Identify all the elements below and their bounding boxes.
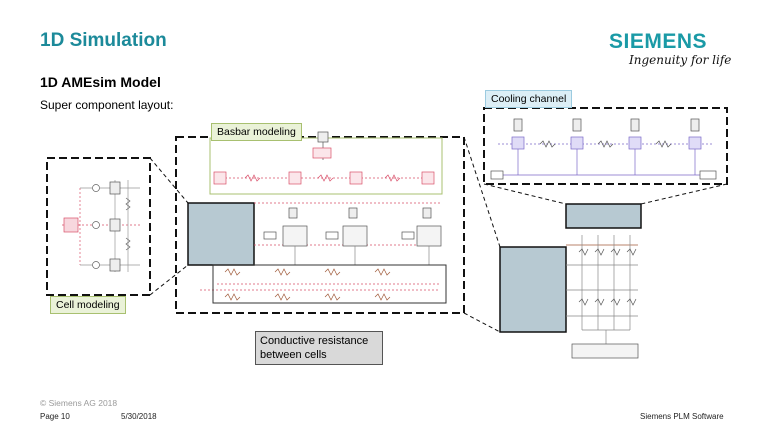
footer-company: Siemens PLM Software [640,412,724,421]
basbar-modeling-label: Basbar modeling [211,123,302,141]
cell-modeling-label: Cell modeling [50,296,126,314]
cooling-block [566,204,641,228]
cell-block-left [188,203,254,265]
page-number: Page 10 [40,412,70,421]
resistor-network [217,269,440,300]
cell-model-schematic [62,180,140,272]
pack-schematic [566,235,638,358]
copyright-text: © Siemens AG 2018 [40,398,117,408]
cooling-channel-label: Cooling channel [485,90,572,108]
cell-block-right [500,247,566,332]
footer-date: 5/30/2018 [121,412,157,421]
conductive-resistance-label: Conductive resistance between cells [255,331,383,365]
basbar-outline [210,138,442,194]
cooling-schematic [491,119,716,179]
